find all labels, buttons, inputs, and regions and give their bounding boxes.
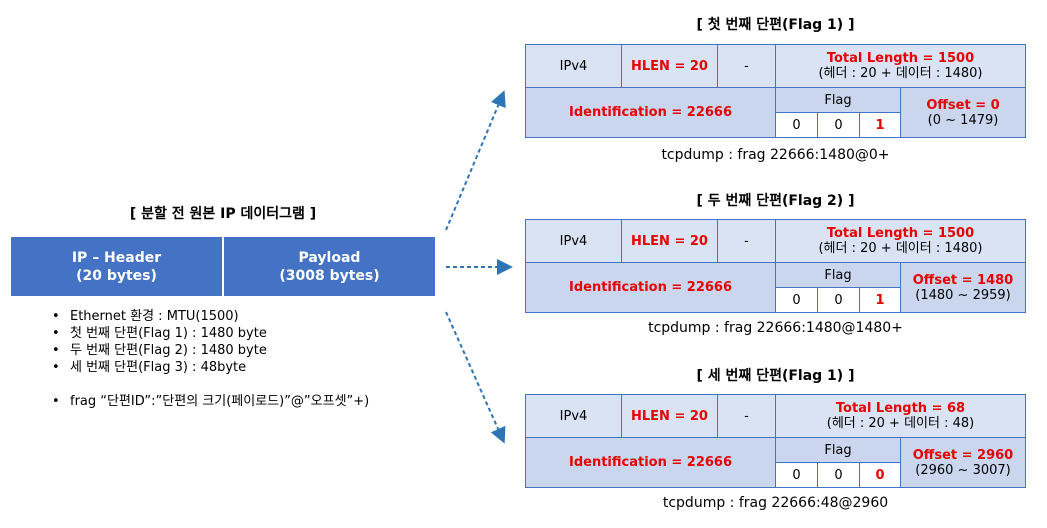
payload-block: Payload (3008 bytes): [223, 236, 436, 297]
flag-bit-2: 0: [817, 462, 860, 488]
note-item: frag “단편ID”:”단편의 크기(페이로드)”@”오프셋”+): [52, 393, 369, 410]
fragment-1-title: [ 첫 번째 단편(Flag 1) ]: [696, 17, 855, 33]
fragment-1-tcpdump: tcpdump : frag 22666:1480@0+: [661, 147, 890, 163]
total-length-cell: Total Length = 68 (헤더 : 20 + 데이터 : 48): [775, 394, 1026, 438]
offset-range: (1480 ~ 2959): [915, 287, 1011, 303]
hlen-cell: HLEN = 20: [621, 394, 718, 438]
identification-cell: Identification = 22666: [525, 87, 776, 138]
flag-bit-3: 1: [859, 112, 901, 138]
flag-label-cell: Flag: [775, 437, 901, 463]
total-length-detail: (헤더 : 20 + 데이터 : 1480): [818, 66, 983, 81]
ip-header-label: IP – Header: [71, 249, 162, 266]
note-item: 첫 번째 단편(Flag 1) : 1480 byte: [52, 325, 369, 342]
offset: Offset = 2960: [912, 447, 1014, 463]
total-length-detail: (헤더 : 20 + 데이터 : 48): [826, 416, 975, 431]
version-cell: IPv4: [525, 219, 622, 263]
fragment-2-title: [ 두 번째 단편(Flag 2) ]: [696, 193, 855, 209]
hlen-cell: HLEN = 20: [621, 44, 718, 88]
total-length-cell: Total Length = 1500 (헤더 : 20 + 데이터 : 148…: [775, 219, 1026, 263]
payload-size: (3008 bytes): [279, 267, 380, 284]
flag-bit-1: 0: [775, 112, 818, 138]
tos-cell: -: [717, 394, 776, 438]
flag-bit-2: 0: [817, 112, 860, 138]
ip-header-block: IP – Header (20 bytes): [10, 236, 223, 297]
total-length-cell: Total Length = 1500 (헤더 : 20 + 데이터 : 148…: [775, 44, 1026, 88]
fragment-3-tcpdump: tcpdump : frag 22666:48@2960: [662, 495, 889, 511]
flag-bit-3: 0: [859, 462, 901, 488]
arrow-to-fragment-1: [445, 90, 506, 231]
payload-label: Payload: [298, 249, 361, 266]
note-item: Ethernet 환경 : MTU(1500): [52, 308, 369, 325]
total-length: Total Length = 1500: [826, 226, 975, 241]
fragment-2-header: IPv4 HLEN = 20 - Total Length = 1500 (헤더…: [525, 219, 1026, 313]
tos-cell: -: [717, 219, 776, 263]
notes-list: Ethernet 환경 : MTU(1500) 첫 번째 단편(Flag 1) …: [52, 308, 369, 410]
note-item: 세 번째 단편(Flag 3) : 48byte: [52, 359, 369, 376]
total-length-detail: (헤더 : 20 + 데이터 : 1480): [818, 241, 983, 256]
note-item: 두 번째 단편(Flag 2) : 1480 byte: [52, 342, 369, 359]
identification-cell: Identification = 22666: [525, 262, 776, 313]
flag-bit-2: 0: [817, 287, 860, 313]
offset-cell: Offset = 2960 (2960 ~ 3007): [900, 437, 1026, 488]
flag-bit-1: 0: [775, 287, 818, 313]
flag-label-cell: Flag: [775, 262, 901, 288]
fragment-3-title: [ 세 번째 단편(Flag 1) ]: [696, 368, 855, 384]
offset-cell: Offset = 0 (0 ~ 1479): [900, 87, 1026, 138]
version-cell: IPv4: [525, 44, 622, 88]
flag-label-cell: Flag: [775, 87, 901, 113]
total-length: Total Length = 1500: [826, 51, 975, 66]
offset: Offset = 0: [926, 97, 1000, 113]
flag-bit-1: 0: [775, 462, 818, 488]
tos-cell: -: [717, 44, 776, 88]
flag-bit-3: 1: [859, 287, 901, 313]
offset-range: (0 ~ 1479): [927, 112, 999, 128]
identification-cell: Identification = 22666: [525, 437, 776, 488]
offset-cell: Offset = 1480 (1480 ~ 2959): [900, 262, 1026, 313]
fragment-1-header: IPv4 HLEN = 20 - Total Length = 1500 (헤더…: [525, 44, 1026, 138]
fragment-2-tcpdump: tcpdump : frag 22666:1480@1480+: [648, 320, 903, 336]
original-title: [ 분할 전 원본 IP 데이터그램 ]: [129, 206, 317, 222]
arrow-to-fragment-3: [445, 311, 506, 444]
version-cell: IPv4: [525, 394, 622, 438]
hlen-cell: HLEN = 20: [621, 219, 718, 263]
ip-header-size: (20 bytes): [76, 267, 157, 284]
total-length: Total Length = 68: [835, 401, 966, 416]
original-datagram: IP – Header (20 bytes) Payload (3008 byt…: [10, 236, 436, 297]
fragment-3-header: IPv4 HLEN = 20 - Total Length = 68 (헤더 :…: [525, 394, 1026, 488]
offset: Offset = 1480: [912, 272, 1014, 288]
offset-range: (2960 ~ 3007): [915, 462, 1011, 478]
